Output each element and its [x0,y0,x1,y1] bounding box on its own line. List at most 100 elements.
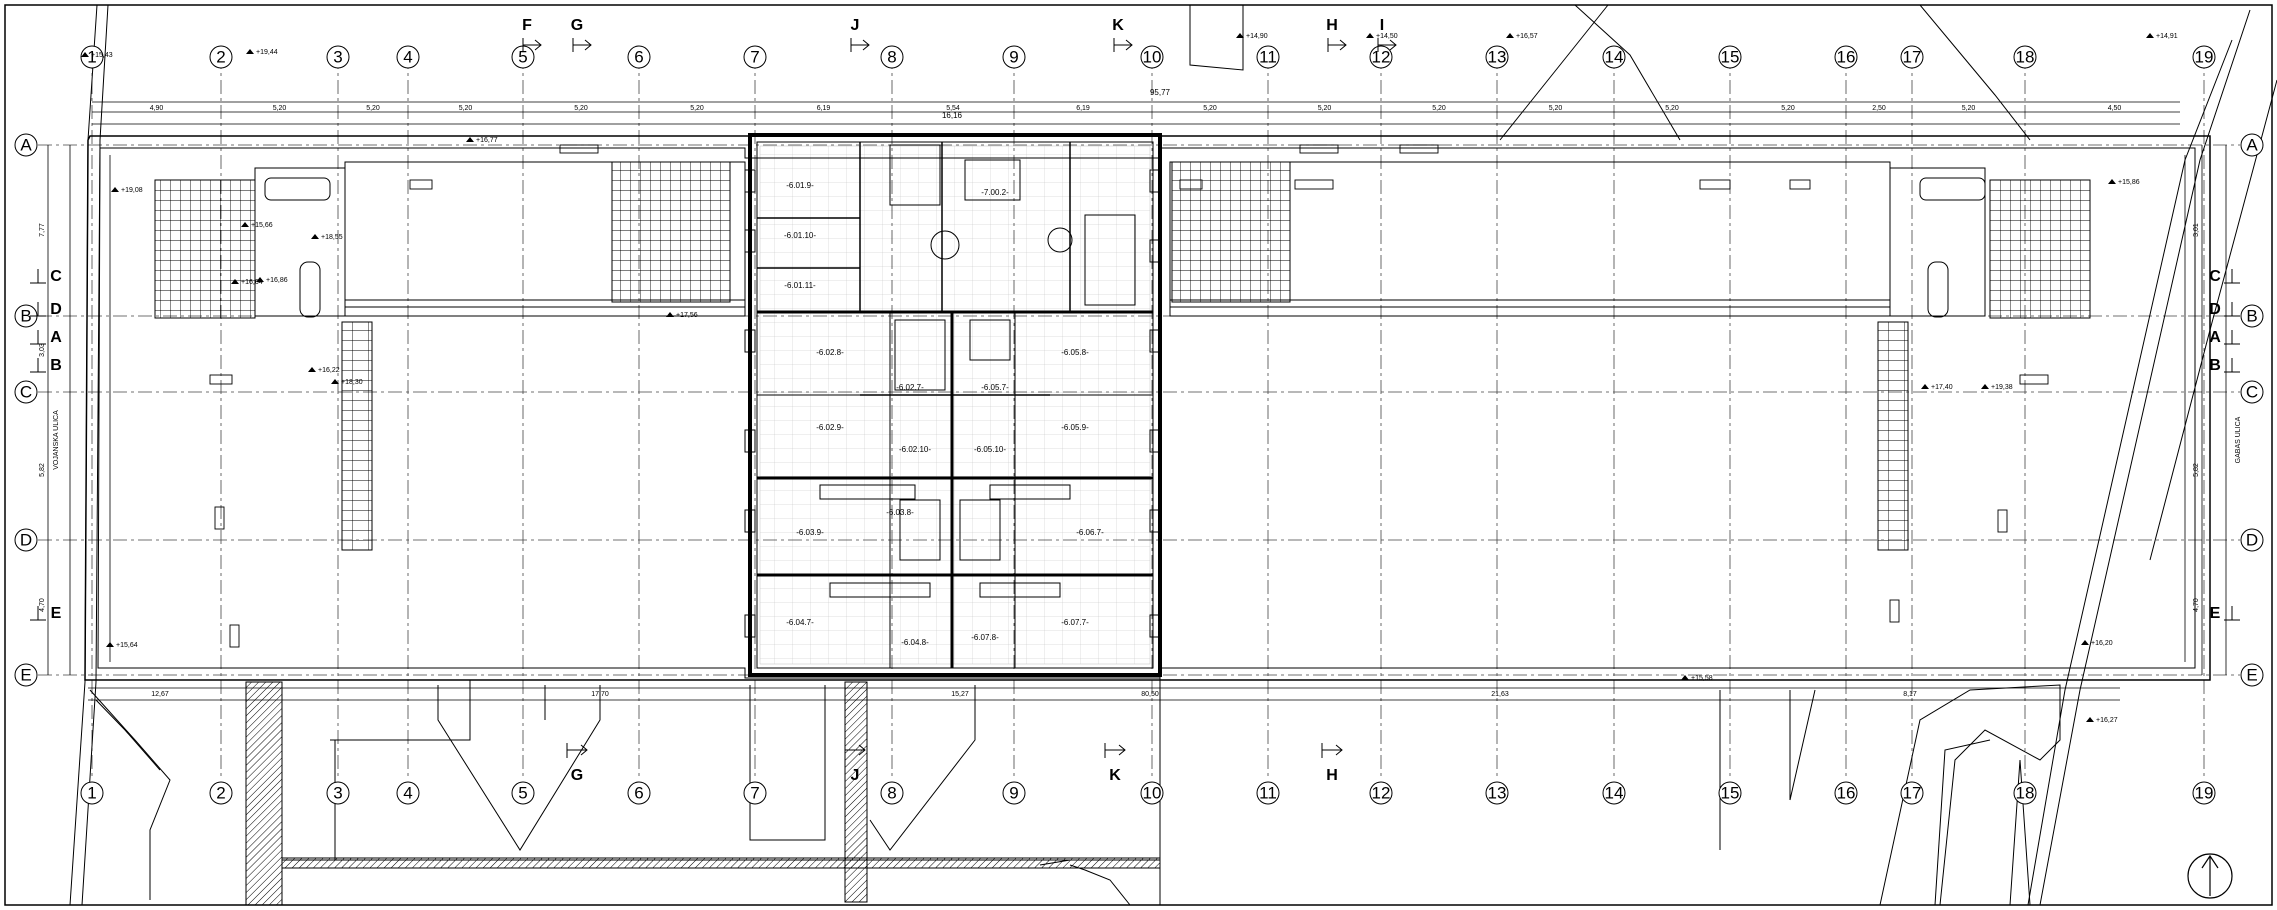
bottom-dimension: 15,27 [951,691,969,698]
section-marker-bottom-J: J [844,743,866,784]
grid-bubble-2: 2 [209,781,233,805]
room-label: -6.01.10- [784,231,816,240]
terrace-tiles-left [154,179,256,319]
bottom-dimension: 21,63 [1491,691,1509,698]
room-label: -6.05.10- [974,445,1006,454]
room-label: -6.03.8- [886,508,914,517]
side-marker-A: A [2209,329,2240,346]
grid-bubble-14: 14 [1602,781,1626,805]
room-label: -6.01.11- [784,281,816,290]
level-value: +18,55 [321,234,343,241]
grid-bubble-5: 5 [511,781,535,805]
grid-bubble-19: 19 [2192,45,2216,69]
section-label-J: J [851,17,860,34]
grid-bubble-17: 17 [1900,781,1924,805]
room-label: -6.02.8- [816,348,844,357]
side-marker-label-A: A [2209,329,2221,346]
level-marker: +16,22 [308,367,340,374]
level-value: +17,40 [1931,384,1953,391]
grid-bubble-13: 13 [1485,781,1509,805]
top-dimension: 5,20 [1203,105,1217,112]
grid-label-16: 16 [1837,48,1856,67]
grid-bubble-C: C [14,380,38,404]
left-dimension: 7,77 [39,223,46,237]
grid-bubble-A: A [14,133,38,157]
room-label: -6.02.10- [899,445,931,454]
top-dimension: 6,19 [1076,105,1090,112]
level-value: +14,50 [1376,33,1398,40]
grid-label-E: E [2246,666,2257,685]
grid-label-15: 15 [1721,48,1740,67]
grid-label-2: 2 [216,784,225,803]
grid-bubble-16: 16 [1834,781,1858,805]
section-label-I: I [1380,17,1384,34]
top-dimension: 6,19 [817,105,831,112]
level-marker: +18,30 [331,379,363,386]
grid-label-5: 5 [518,784,527,803]
grid-bubble-2: 2 [209,45,233,69]
grid-bubble-12: 12 [1369,45,1393,69]
grid-label-B: B [2246,307,2257,326]
section-label-bottom-K: K [1109,767,1121,784]
top-dimension: 4,50 [2108,105,2122,112]
grid-bubble-9: 9 [1002,781,1026,805]
bottom-dimension: 8,17 [1903,691,1917,698]
grid-bubble-A: A [2240,133,2264,157]
grid-bubble-8: 8 [880,781,904,805]
dimension-chain-left [47,145,71,675]
section-marker-I: I [1377,17,1397,52]
grid-label-14: 14 [1605,48,1624,67]
side-marker-label-D: D [2209,301,2221,318]
side-marker-B: B [2209,357,2240,374]
side-marker-label-C: C [50,268,62,285]
grid-label-19: 19 [2195,48,2214,67]
grid-bubble-7: 7 [743,45,767,69]
section-marker-J: J [850,17,870,52]
grid-bubble-7: 7 [743,781,767,805]
left-dimension: 5,82 [39,463,46,477]
grid-label-13: 13 [1488,48,1507,67]
section-marker-K: K [1112,17,1133,52]
level-marker: +18,55 [311,234,343,241]
room-label: -6.06.7- [1076,528,1104,537]
grid-bubble-11: 11 [1256,781,1280,805]
level-marker: +16,64 [231,279,263,286]
level-value: +16,20 [2091,640,2113,647]
top-dimension: 5,20 [1962,105,1976,112]
side-marker-E: E [2210,605,2240,622]
grid-bubble-C: C [2240,380,2264,404]
room-label: -6.05.8- [1061,348,1089,357]
grid-label-6: 6 [634,48,643,67]
grid-bubble-15: 15 [1718,781,1742,805]
top-dimension: 4,90 [150,105,164,112]
rooftop-fixtures [209,144,2049,648]
level-value: +18,30 [341,379,363,386]
grid-bubble-1: 1 [80,781,104,805]
terrace-tiles-center-left [611,161,731,303]
grid-bubble-E: E [2240,663,2264,687]
grid-label-13: 13 [1488,784,1507,803]
level-marker: +15,43 [81,52,113,59]
level-value: +19,08 [121,187,143,194]
street-name-left: VOJANSKA ULICA [53,410,60,470]
dimension-chain-bottom [88,687,2120,701]
level-marker: +16,77 [466,137,498,144]
grid-bubble-E: E [14,663,38,687]
section-marker-bottom-H: H [1321,743,1343,784]
level-value: +16,22 [318,367,340,374]
grid-label-11: 11 [1259,48,1277,67]
level-marker: +15,64 [106,642,138,649]
level-value: +14,90 [1246,33,1268,40]
right-dimension: 3,01 [2193,223,2200,237]
bottom-dimension: 12,67 [151,691,169,698]
room-label: -6.05.7- [981,383,1009,392]
grid-bubble-15: 15 [1718,45,1742,69]
section-label-H: H [1326,17,1338,34]
level-value: +16,86 [266,277,288,284]
side-marker-C: C [2209,268,2240,285]
grid-bubble-16: 16 [1834,45,1858,69]
grid-bubble-18: 18 [2013,45,2037,69]
grid-bubble-3: 3 [326,45,350,69]
